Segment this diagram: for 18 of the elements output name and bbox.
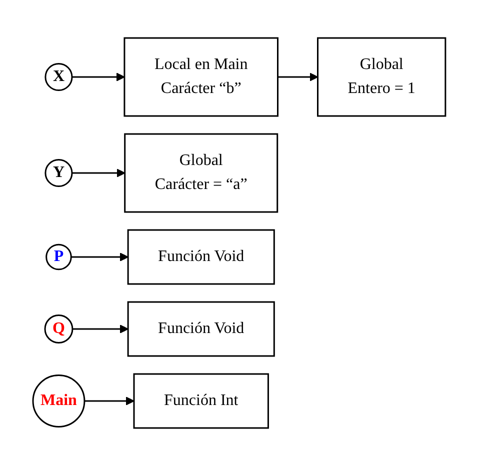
node-box xyxy=(123,37,278,117)
node-circle xyxy=(44,62,73,92)
node-box xyxy=(124,133,278,213)
arrow xyxy=(72,324,128,334)
arrow xyxy=(70,252,128,262)
node-circle xyxy=(32,374,85,428)
arrow xyxy=(84,396,134,406)
node-box xyxy=(127,301,275,357)
node-box xyxy=(133,373,269,429)
node-circle xyxy=(45,244,72,270)
arrow xyxy=(72,168,126,178)
arrow xyxy=(72,72,125,82)
node-box xyxy=(127,229,275,285)
node-circle xyxy=(44,158,73,188)
arrow xyxy=(278,72,318,82)
node-box xyxy=(316,37,446,117)
diagram-drawing: X Local en Main Carácter “b” Global Entero = 1 Y Global Carácter = “a” P Función Void Q Función Void Main Función Int xyxy=(24,0,454,466)
node-circle xyxy=(44,314,73,344)
